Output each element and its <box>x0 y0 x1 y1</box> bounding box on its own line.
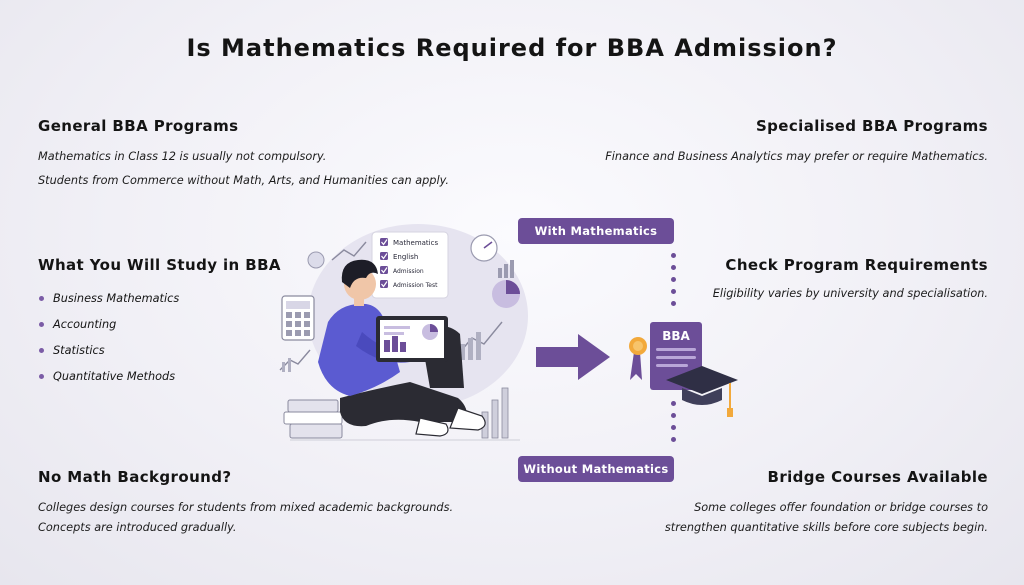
checkbox-checked-icon <box>380 238 388 246</box>
check-requirements-line: Eligibility varies by university and spe… <box>712 287 988 300</box>
pie-chart-icon <box>492 280 520 308</box>
no-math-line-1: Colleges design courses for students fro… <box>38 501 454 514</box>
no-math-heading: No Math Background? <box>38 468 232 486</box>
bba-certificate-icon: BBA <box>629 322 738 417</box>
graduation-cap-icon <box>666 366 738 417</box>
calculator-icon <box>281 295 315 341</box>
books-icon <box>283 399 343 439</box>
bar-chart-icon <box>498 260 514 278</box>
checkbox-checked-icon <box>380 252 388 260</box>
general-programs-line-1: Mathematics in Class 12 is usually not c… <box>38 150 327 163</box>
checklist-item: Admission Test <box>393 282 438 289</box>
with-mathematics-label: With Mathematics <box>518 218 674 244</box>
right-arrow-icon <box>536 334 610 380</box>
bar-chart-icon <box>481 387 509 439</box>
checklist-item: English <box>393 253 418 261</box>
study-item: Accounting <box>38 316 179 342</box>
bba-badge-text: BBA <box>662 329 690 343</box>
gauge-icon <box>470 234 498 262</box>
coin-icon <box>307 251 325 269</box>
checklist-card: Mathematics English Admission Admission … <box>371 231 449 299</box>
checklist-item: Admission <box>393 268 424 275</box>
checkbox-checked-icon <box>380 266 388 274</box>
growth-chart-icon <box>279 349 311 372</box>
line-chart-icon <box>331 241 367 261</box>
general-programs-heading: General BBA Programs <box>38 117 239 135</box>
without-mathematics-label: Without Mathematics <box>518 456 674 482</box>
statistics-chart-icon <box>459 321 503 360</box>
study-heading: What You Will Study in BBA <box>38 256 281 274</box>
study-item: Business Mathematics <box>38 290 179 316</box>
award-ribbon-icon <box>629 337 647 380</box>
bridge-courses-line-2: strengthen quantitative skills before co… <box>664 521 988 534</box>
laptop-icon <box>376 316 448 362</box>
study-item: Statistics <box>38 342 179 368</box>
specialised-programs-line: Finance and Business Analytics may prefe… <box>605 150 988 163</box>
student-studying-illustration: Mathematics English Admission Admission … <box>279 224 528 441</box>
general-programs-line-2: Students from Commerce without Math, Art… <box>38 174 450 187</box>
specialised-programs-heading: Specialised BBA Programs <box>755 117 988 135</box>
checkbox-checked-icon <box>380 280 388 288</box>
no-math-line-2: Concepts are introduced gradually. <box>38 521 237 534</box>
checklist-item: Mathematics <box>393 239 438 247</box>
page-title: Is Mathematics Required for BBA Admissio… <box>186 34 838 62</box>
check-requirements-heading: Check Program Requirements <box>725 256 988 274</box>
bridge-courses-line-1: Some colleges offer foundation or bridge… <box>694 501 988 514</box>
study-list: Business Mathematics Accounting Statisti… <box>38 290 179 394</box>
bridge-courses-heading: Bridge Courses Available <box>767 468 988 486</box>
study-item: Quantitative Methods <box>38 368 179 394</box>
